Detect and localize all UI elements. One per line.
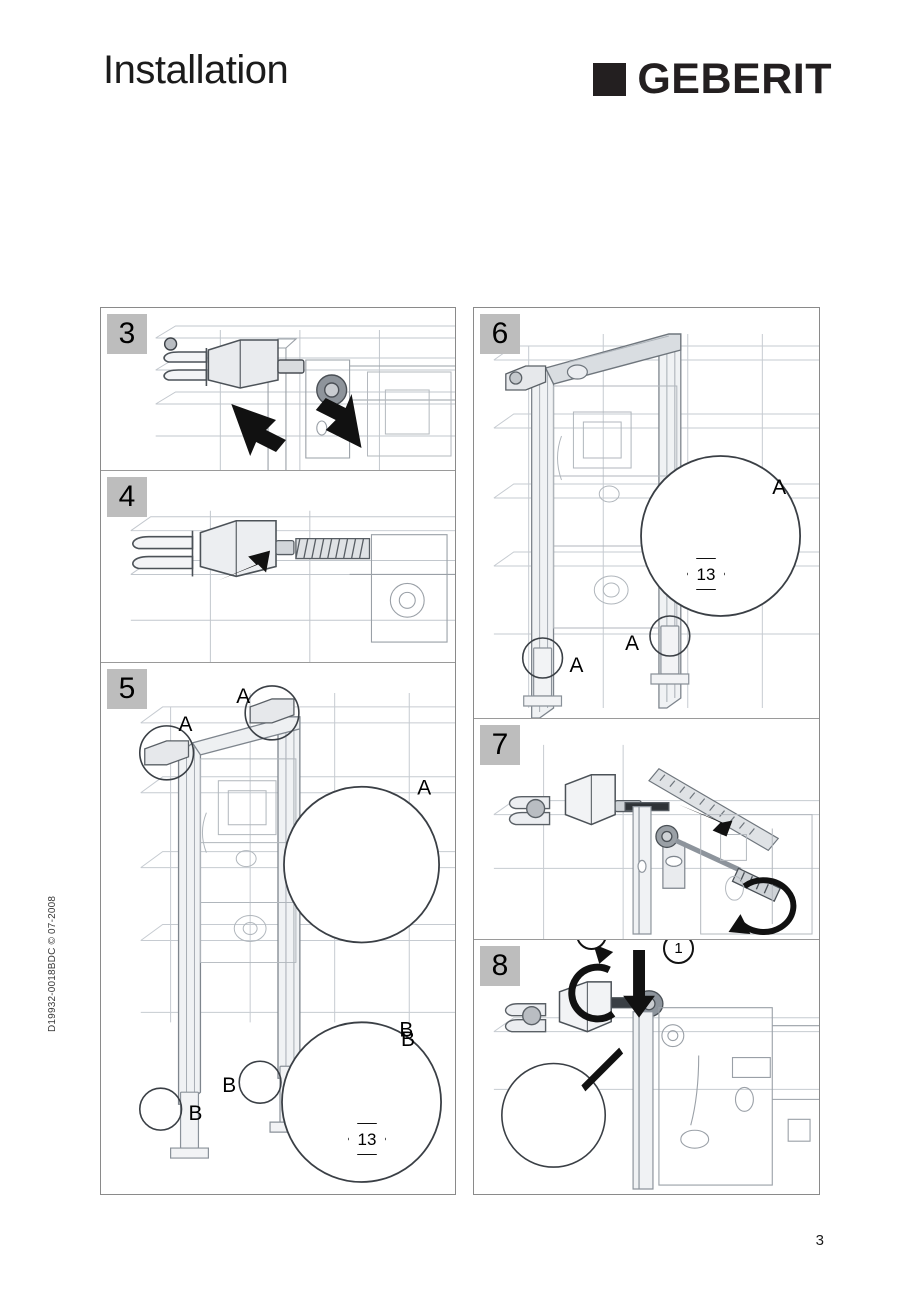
tool-marker-13-detail-a: 13 — [348, 1123, 386, 1155]
step-badge-7: 7 — [480, 725, 520, 765]
svg-text:A: A — [179, 713, 193, 736]
step-badge-3: 3 — [107, 314, 147, 354]
callout-letter-b-3: B — [401, 1028, 416, 1051]
brand-wordmark: GEBERIT — [637, 55, 832, 103]
illustration-panel-right: 6 — [473, 307, 820, 1195]
arrow-right-icon — [218, 550, 271, 581]
hexagon-icon — [348, 1123, 386, 1155]
step-8-illustration — [493, 943, 819, 1190]
arrow-down-icon — [623, 949, 655, 1018]
svg-text:B: B — [222, 1074, 236, 1097]
arrow-rotate-clockwise-icon — [736, 877, 797, 935]
tool-marker-13-step-6: 13 — [687, 558, 725, 590]
step-6: 6 — [474, 308, 819, 718]
svg-text:A: A — [772, 476, 786, 499]
svg-text:A: A — [417, 777, 431, 800]
step-7-illustration — [493, 744, 819, 939]
step-6-illustration: A A — [493, 333, 819, 718]
svg-text:A: A — [236, 685, 250, 708]
document-code: D19932-0018BDC © 07-2008 — [47, 895, 58, 1032]
step-badge-4: 4 — [107, 477, 147, 517]
svg-text:A: A — [569, 654, 583, 677]
step-4-illustration — [130, 510, 455, 662]
step-badge-5: 5 — [107, 669, 147, 709]
step-badge-6: 6 — [480, 314, 520, 354]
step-badge-8: 8 — [480, 946, 520, 986]
brand-square-icon — [593, 63, 627, 96]
sequence-marker-1: 1 — [663, 940, 694, 964]
arrow-left-icon — [315, 394, 362, 448]
step-8: 8 — [474, 939, 819, 1194]
svg-text:A: A — [625, 632, 639, 655]
arrow-right-icon — [678, 804, 733, 837]
arrow-rotate-counterclockwise-icon — [568, 963, 616, 1023]
step-5-illustration: A A B B — [138, 685, 455, 1183]
step-5: 5 — [101, 662, 455, 1194]
arrow-down-left-icon — [231, 404, 286, 456]
page-title: Installation — [103, 48, 289, 92]
svg-text:B: B — [189, 1102, 203, 1125]
geberit-logo: GEBERIT — [593, 58, 832, 101]
illustration-panel-left: 3 — [100, 307, 456, 1195]
step-4: 4 — [101, 470, 455, 662]
page-number: 3 — [815, 1232, 824, 1249]
step-3-illustration — [155, 325, 455, 470]
svg-text:B: B — [399, 1018, 413, 1041]
step-7: 7 — [474, 718, 819, 939]
step-3: 3 — [101, 308, 455, 470]
